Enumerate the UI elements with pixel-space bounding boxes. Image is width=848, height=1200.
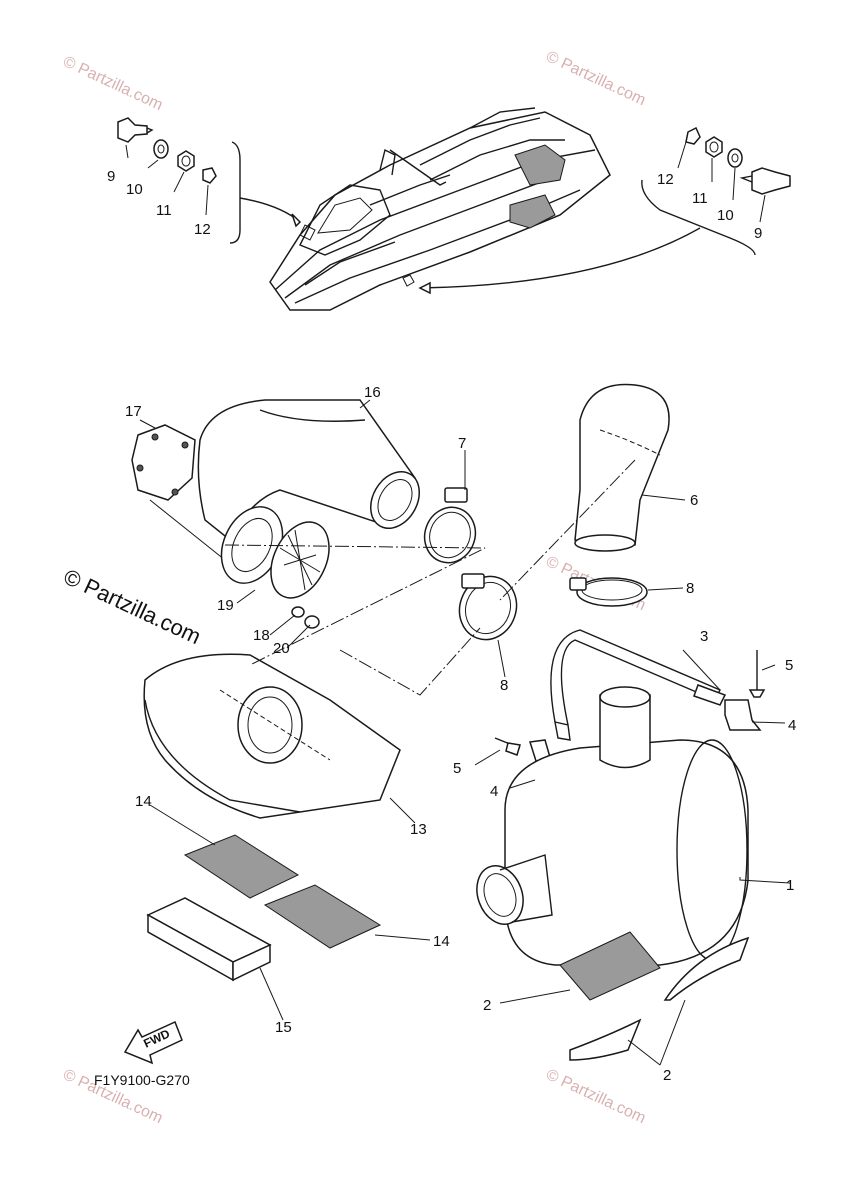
part-2-pads [559,931,750,1061]
parts-18-20-nuts [291,606,320,629]
callout-19: 19 [217,597,234,614]
callout-5: 5 [785,657,793,674]
watermark-text: © Partzilla.com [60,53,165,114]
part-7-clamp [423,487,477,564]
callout-16: 16 [364,384,381,401]
copyright-text: © Partzilla.com [60,564,205,649]
callout-5: 5 [453,760,461,777]
diagram-code: F1Y9100-G270 [94,1072,190,1088]
left-fastener-group [117,117,302,244]
callout-2: 2 [663,1067,671,1084]
chain-lines [224,459,636,696]
callout-10: 10 [717,207,734,224]
leader-lines [125,141,791,1066]
part-16-elbow [197,399,420,542]
callout-2: 2 [483,997,491,1014]
callout-14: 14 [135,793,152,810]
part-1-muffler [476,686,749,966]
callout-12: 12 [194,221,211,238]
part-14-filters [183,834,382,949]
callout-20: 20 [273,640,290,657]
callout-6: 6 [690,492,698,509]
watermark-text: © Partzilla.com [543,48,648,109]
watermark-text: © Partzilla.com [543,1066,648,1127]
callout-3: 3 [700,628,708,645]
callout-7: 7 [458,435,466,452]
callout-17: 17 [125,403,142,420]
part-15-block [146,897,272,982]
callout-4: 4 [490,783,498,800]
right-fastener-group [418,126,791,295]
part-13-airbox [143,653,401,819]
callout-13: 13 [410,821,427,838]
callout-15: 15 [275,1019,292,1036]
part-4-5-right [724,650,766,731]
callout-8: 8 [500,677,508,694]
part-8-clamp-left [458,573,518,641]
callout-10: 10 [126,181,143,198]
callout-11: 11 [692,190,708,207]
callout-12: 12 [657,171,674,188]
callout-9: 9 [107,168,115,185]
part-8-clamp-right [569,577,648,607]
callout-18: 18 [253,627,270,644]
callout-9: 9 [754,225,762,242]
watercraft-illustration [269,107,611,311]
callout-4: 4 [788,717,796,734]
part-17-flange [131,424,226,561]
callout-11: 11 [156,202,172,219]
callout-8: 8 [686,580,694,597]
callouts: 9 10 11 12 12 11 10 9 16 17 7 6 8 19 18 … [107,168,796,1084]
part-6-hose [574,383,670,552]
fwd-arrow: FWD [123,1020,183,1065]
callout-1: 1 [786,877,794,894]
callout-14: 14 [433,933,450,950]
